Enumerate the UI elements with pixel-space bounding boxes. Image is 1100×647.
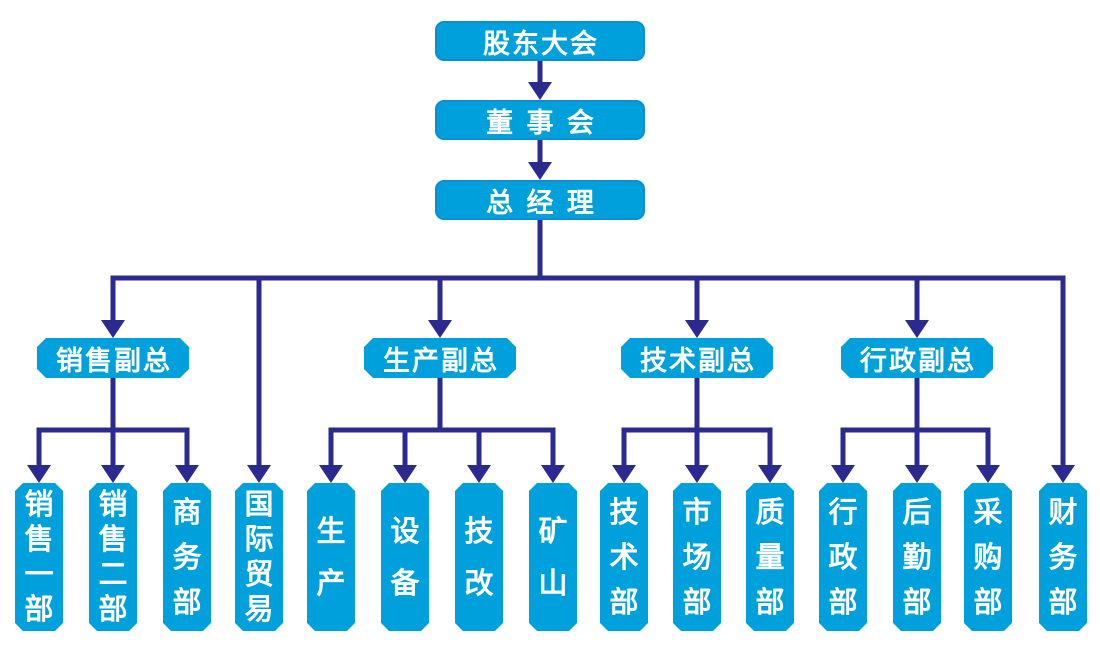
dept-label: 技改 [464,514,494,600]
node-dept-technical-reform: 技改 [455,483,503,631]
node-dept-mining: 矿山 [529,483,577,631]
node-dept-sales-1: 销售一部 [15,483,63,631]
node-general-manager: 总 经 理 [435,180,645,220]
node-dept-technology: 技术部 [600,483,648,631]
dept-label: 技术部 [609,494,639,619]
dept-label: 质量部 [755,494,785,619]
dept-label: 商务部 [172,494,202,619]
node-vp-technology: 技术副总 [621,338,773,378]
arrowheads [27,82,1075,483]
dept-label: 设备 [390,514,420,600]
dept-label: 财务部 [1048,494,1078,619]
node-dept-commerce: 商务部 [163,483,211,631]
node-dept-sales-2: 销售二部 [89,483,137,631]
node-vp-production: 生产副总 [364,338,516,378]
dept-label: 销售二部 [98,487,128,626]
node-vp-sales: 销售副总 [37,338,189,378]
node-dept-procurement: 采购部 [964,483,1012,631]
node-dept-marketing: 市场部 [673,483,721,631]
node-vp-administration: 行政副总 [841,338,993,378]
dept-label: 行政部 [828,494,858,619]
node-dept-finance: 财务部 [1039,483,1087,631]
dept-label: 生产 [316,514,346,600]
node-dept-logistics: 后勤部 [893,483,941,631]
node-dept-international-trade: 国际贸易 [235,483,283,631]
node-shareholders-meeting: 股东大会 [435,21,645,61]
dept-label: 市场部 [682,494,712,619]
node-dept-production: 生产 [307,483,355,631]
connector-lines [36,61,1066,467]
node-dept-equipment: 设备 [381,483,429,631]
dept-label: 矿山 [538,514,568,600]
dept-label: 销售一部 [24,487,54,626]
dept-label: 采购部 [973,494,1003,619]
node-dept-administration: 行政部 [819,483,867,631]
dept-label: 后勤部 [902,494,932,619]
node-board-of-directors: 董 事 会 [435,100,645,140]
dept-label: 国际贸易 [244,487,274,626]
node-dept-quality: 质量部 [746,483,794,631]
